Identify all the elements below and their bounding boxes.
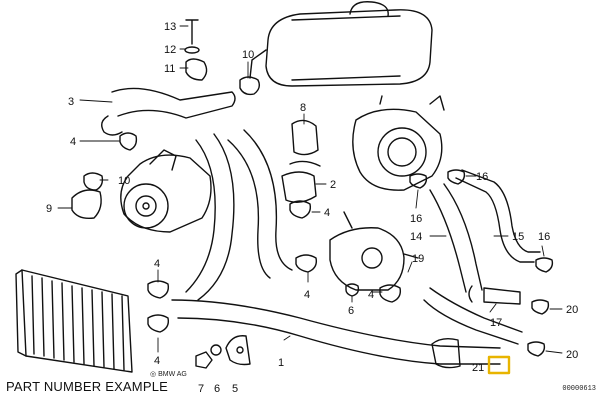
leader-lines (57, 25, 563, 354)
throttle-body[interactable] (352, 95, 445, 191)
label-4-upper[interactable]: 4 (70, 136, 76, 148)
highlight-box[interactable] (487, 355, 511, 375)
label-4-center[interactable]: 4 (304, 289, 310, 301)
hose-9[interactable] (71, 189, 102, 220)
pipe-17[interactable] (468, 285, 521, 305)
hose-1[interactable] (171, 129, 501, 365)
label-9[interactable]: 9 (46, 203, 52, 215)
label-14[interactable]: 14 (410, 231, 422, 243)
hose-15[interactable] (455, 169, 541, 263)
nut-6[interactable] (210, 344, 222, 356)
label-5[interactable]: 5 (232, 383, 238, 395)
label-17[interactable]: 17 (490, 317, 502, 329)
bracket-21[interactable] (431, 337, 461, 369)
hose-2[interactable] (281, 160, 321, 203)
label-3[interactable]: 3 (68, 96, 74, 108)
label-4-left-a[interactable]: 4 (154, 258, 160, 270)
label-13[interactable]: 13 (164, 21, 176, 33)
hose-3[interactable] (101, 87, 236, 136)
clamp-4-left-a[interactable] (147, 280, 170, 299)
clamp-20-a[interactable] (531, 299, 550, 315)
label-12[interactable]: 12 (164, 44, 176, 56)
label-10-left[interactable]: 10 (118, 175, 130, 187)
clamp-4-upper[interactable] (119, 132, 138, 151)
label-1[interactable]: 1 (278, 357, 284, 369)
clamp-16-a[interactable] (409, 173, 428, 189)
clamp-11[interactable] (185, 58, 208, 81)
clamp-10-left[interactable] (83, 172, 104, 191)
clamp-4-left-b[interactable] (147, 314, 170, 333)
label-4-left-b[interactable]: 4 (154, 355, 160, 367)
clamp-16-c[interactable] (535, 257, 554, 273)
label-8[interactable]: 8 (300, 102, 306, 114)
label-20-b[interactable]: 20 (566, 349, 578, 361)
label-4-mid[interactable]: 4 (324, 207, 330, 219)
clamp-20-b[interactable] (527, 341, 546, 357)
water-pump[interactable] (120, 149, 212, 233)
washer-12[interactable] (184, 46, 200, 54)
part-number-labels: 13 12 11 10 3 4 10 9 8 2 4 4 4 1 4 6 4 1… (46, 21, 578, 395)
clamp-4-right[interactable] (379, 284, 402, 303)
clamp-4-mid[interactable] (289, 200, 312, 219)
expansion-tank[interactable] (249, 1, 433, 87)
hose-14[interactable] (429, 183, 483, 293)
thermostat-housing[interactable] (329, 211, 419, 291)
clamp-4-center[interactable] (295, 254, 318, 273)
label-21[interactable]: 21 (472, 362, 484, 374)
nut-7[interactable] (195, 351, 213, 369)
label-19[interactable]: 19 (412, 253, 424, 265)
brand-mark: ◎ BMW AG (150, 371, 187, 378)
label-16-c[interactable]: 16 (538, 231, 550, 243)
label-2[interactable]: 2 (330, 179, 336, 191)
label-11[interactable]: 11 (164, 63, 175, 75)
hose-lower-right[interactable] (423, 287, 523, 345)
clamp-10-top[interactable] (239, 76, 261, 96)
label-7[interactable]: 7 (198, 383, 204, 395)
label-15[interactable]: 15 (512, 231, 524, 243)
reference-code: 00000613 (562, 385, 596, 393)
clamp-6[interactable] (345, 283, 360, 297)
label-16-b[interactable]: 16 (476, 171, 488, 183)
clamp-8[interactable] (291, 119, 319, 156)
label-4-right[interactable]: 4 (368, 289, 374, 301)
caption-part-number-example: PART NUMBER EXAMPLE (6, 379, 169, 394)
label-20-a[interactable]: 20 (566, 304, 578, 316)
clamp-16-b[interactable] (447, 169, 466, 185)
label-6-bottom[interactable]: 6 (214, 383, 220, 395)
label-16-a[interactable]: 16 (410, 213, 422, 225)
radiator[interactable] (15, 269, 133, 373)
label-10-top[interactable]: 10 (242, 49, 254, 61)
brand-text: BMW AG (158, 371, 187, 378)
bolt-13[interactable] (185, 19, 199, 45)
label-6-center[interactable]: 6 (348, 305, 354, 317)
bracket-5[interactable] (225, 335, 251, 366)
